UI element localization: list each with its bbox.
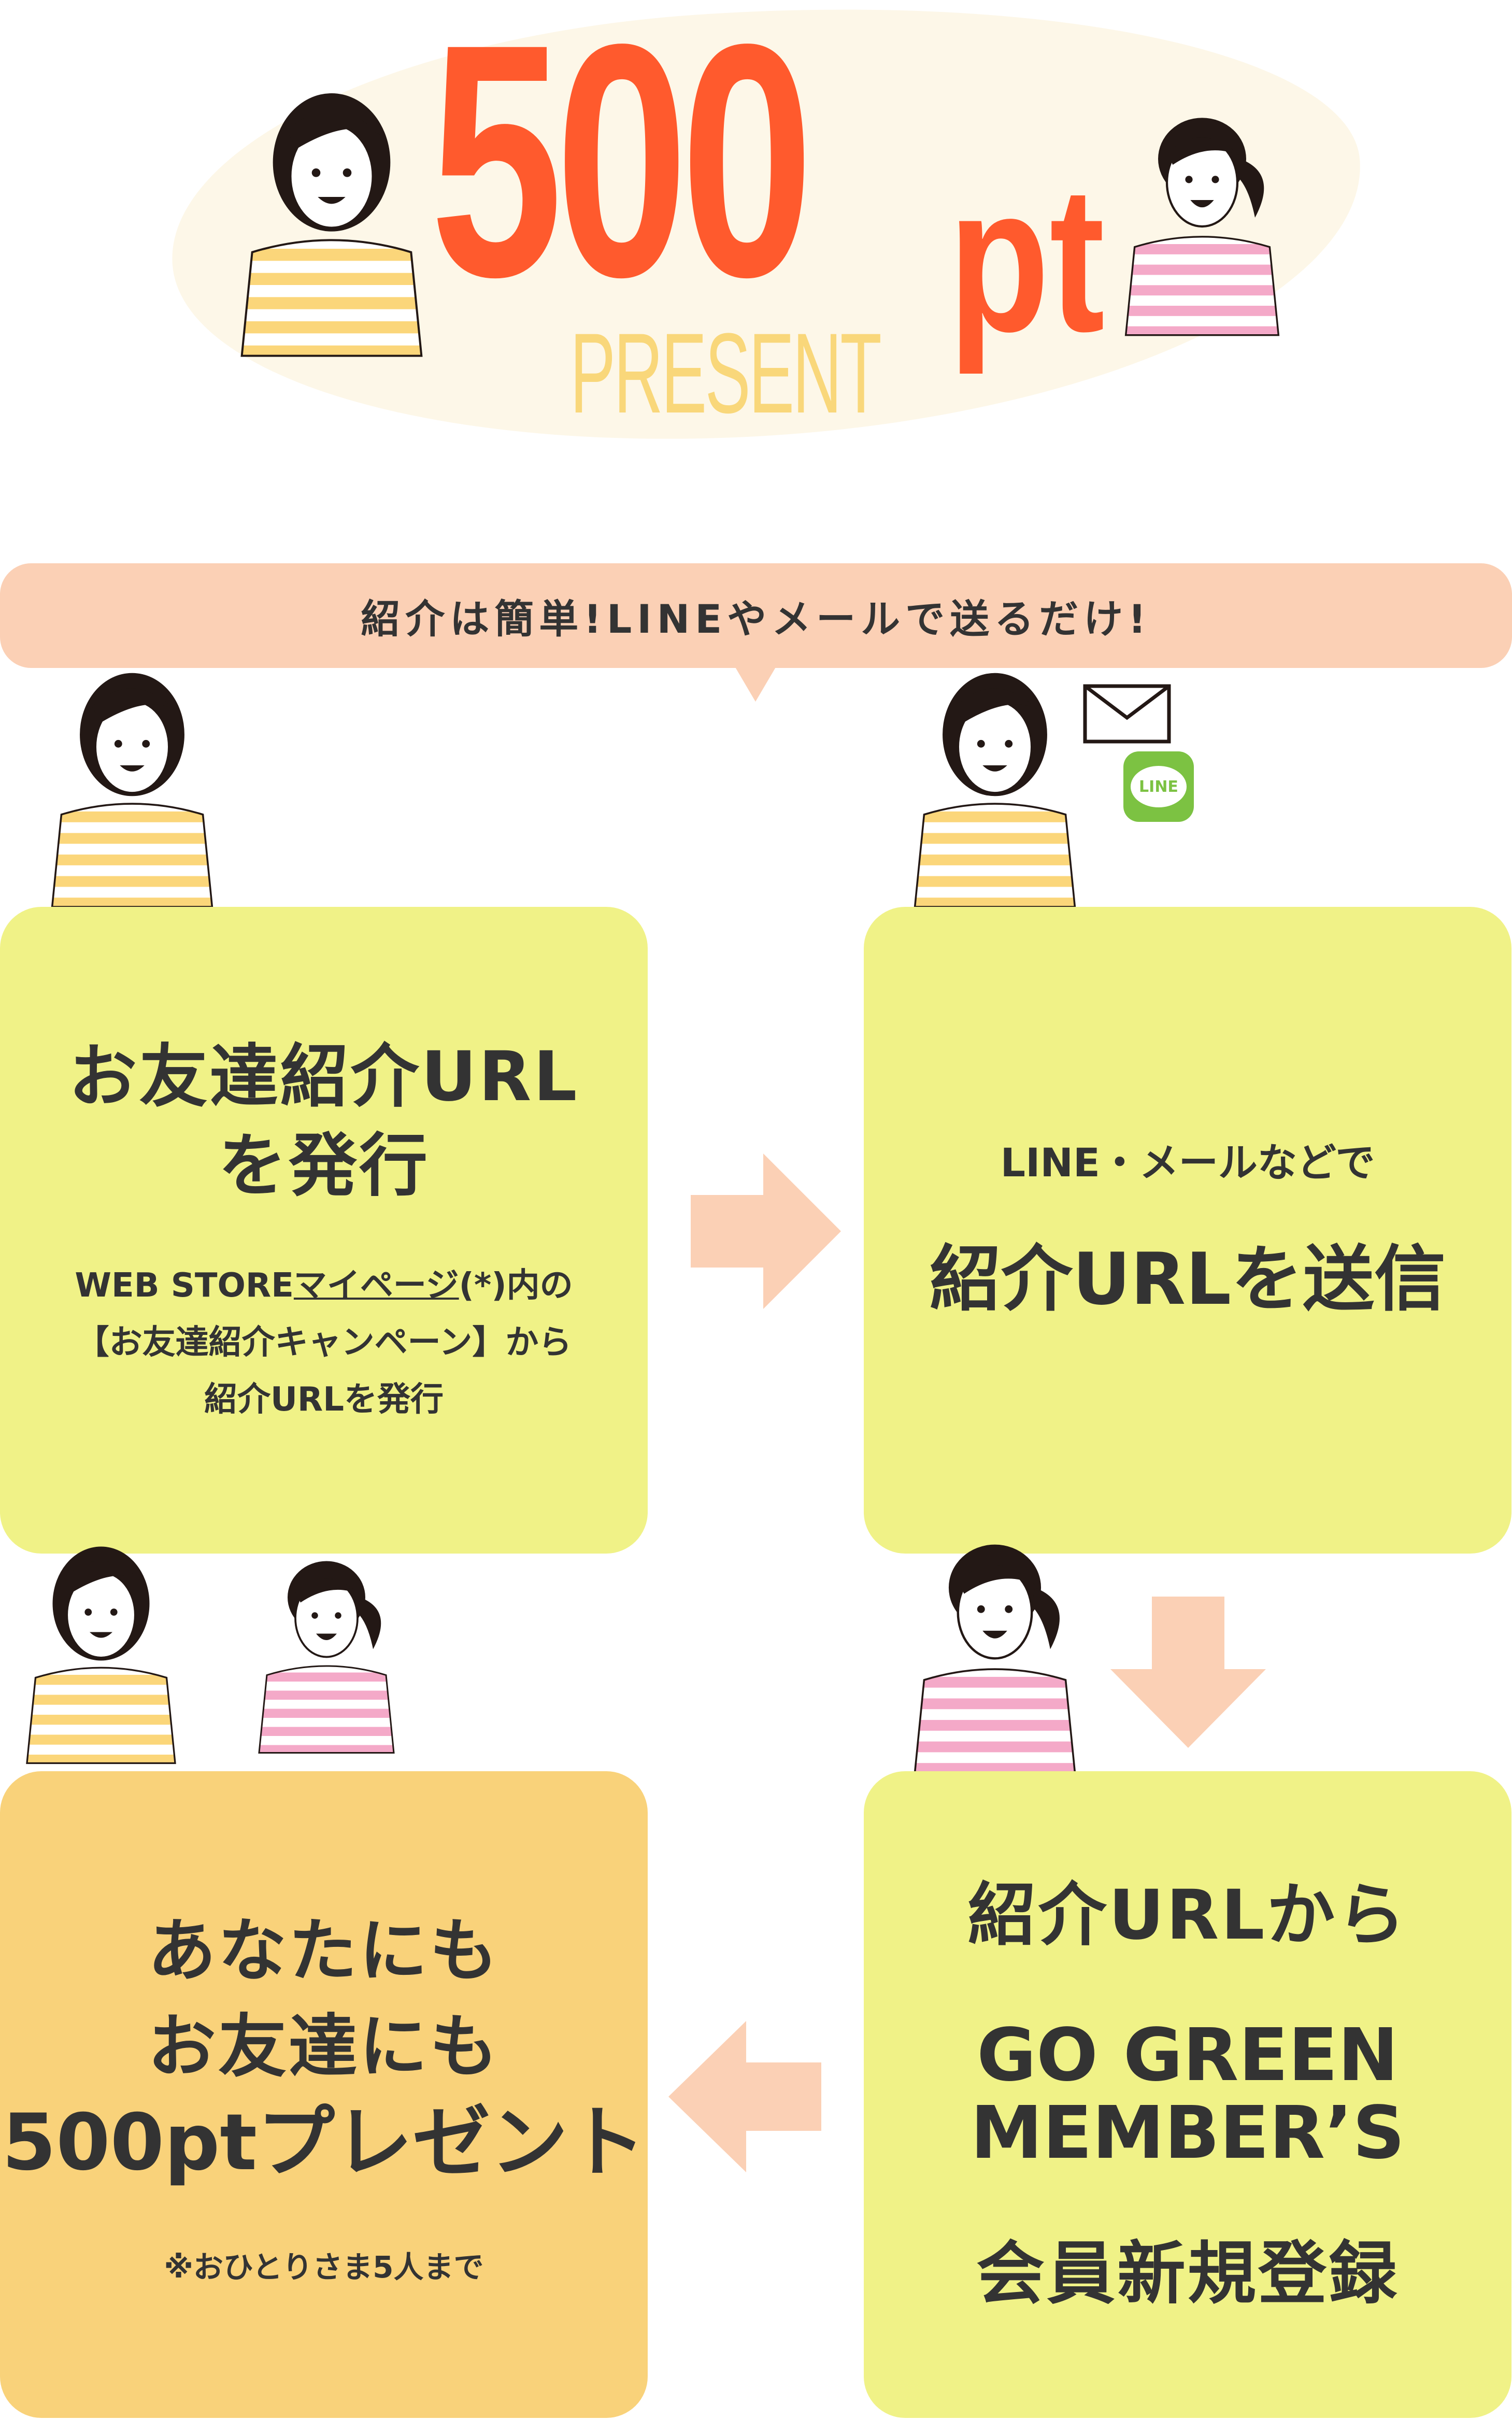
step-reward: あなたにも お友達にも 500ptプレゼント ※おひとりさま5人まで (0, 1771, 648, 2418)
line-app-icon: LINE (1123, 751, 1194, 822)
envelope-icon (1083, 684, 1171, 744)
step1-desc-line2: 【お友達紹介キャンペーン】から (76, 1323, 572, 1362)
reward-line3: 500ptプレゼント (2, 2097, 646, 2188)
step1-desc-suffix: (*)内の (459, 1266, 573, 1305)
step1-desc-line3: 紹介URLを発行 (204, 1380, 444, 1419)
arrow-left-icon (668, 2021, 821, 2172)
woman-sending-illustration (902, 661, 1088, 907)
woman-peace-sign-illustration (228, 47, 435, 389)
step1-title-line1: お友達紹介URL (68, 1037, 579, 1117)
woman-with-phone-illustration (39, 661, 225, 907)
hero-present-text: PRESENT (570, 309, 882, 437)
hero-points-unit: pt (948, 143, 1105, 375)
step4-brand-line2: MEMBER’S (970, 2091, 1405, 2175)
step2-title: 紹介URLを送信 (929, 1237, 1446, 1321)
step-register: 紹介URLから GO GREEN MEMBER’S 会員新規登録 (864, 1771, 1511, 2418)
hero-points-number: 500 (430, 0, 814, 346)
mypage-link[interactable]: マイページ (293, 1266, 459, 1305)
banner-pointer (735, 666, 776, 702)
friend-registering-illustration (902, 1526, 1088, 1772)
line-icon-label: LINE (1131, 766, 1187, 807)
reward-line2: お友達にも (148, 2006, 500, 2087)
step1-title-line2: を発行 (218, 1126, 430, 1206)
step4-line3: 会員新規登録 (976, 2234, 1399, 2314)
intro-banner: 紹介は簡単!LINEやメールで送るだけ! (0, 563, 1512, 668)
friend-happy-illustration (249, 1526, 404, 1772)
arrow-down-icon (1110, 1597, 1266, 1748)
step-send-url: LINE・メールなどで 紹介URLを送信 (864, 907, 1511, 1554)
step1-desc-prefix: WEB STORE (75, 1266, 294, 1305)
reward-line1: あなたにも (148, 1911, 500, 1991)
intro-banner-text: 紹介は簡単!LINEやメールで送るだけ! (361, 596, 1151, 642)
step2-lead: LINE・メールなどで (1000, 1140, 1375, 1186)
step-issue-url: お友達紹介URL を発行 WEB STOREマイページ(*)内の 【お友達紹介キ… (0, 907, 648, 1554)
woman-happy-illustration (16, 1526, 187, 1772)
woman-clapping-illustration (1114, 47, 1290, 389)
step4-line1: 紹介URLから (967, 1875, 1408, 1955)
arrow-right-icon (691, 1154, 841, 1309)
reward-note: ※おひとりさま5人まで (164, 2249, 484, 2285)
step4-brand-line1: GO GREEN (977, 2013, 1399, 2098)
